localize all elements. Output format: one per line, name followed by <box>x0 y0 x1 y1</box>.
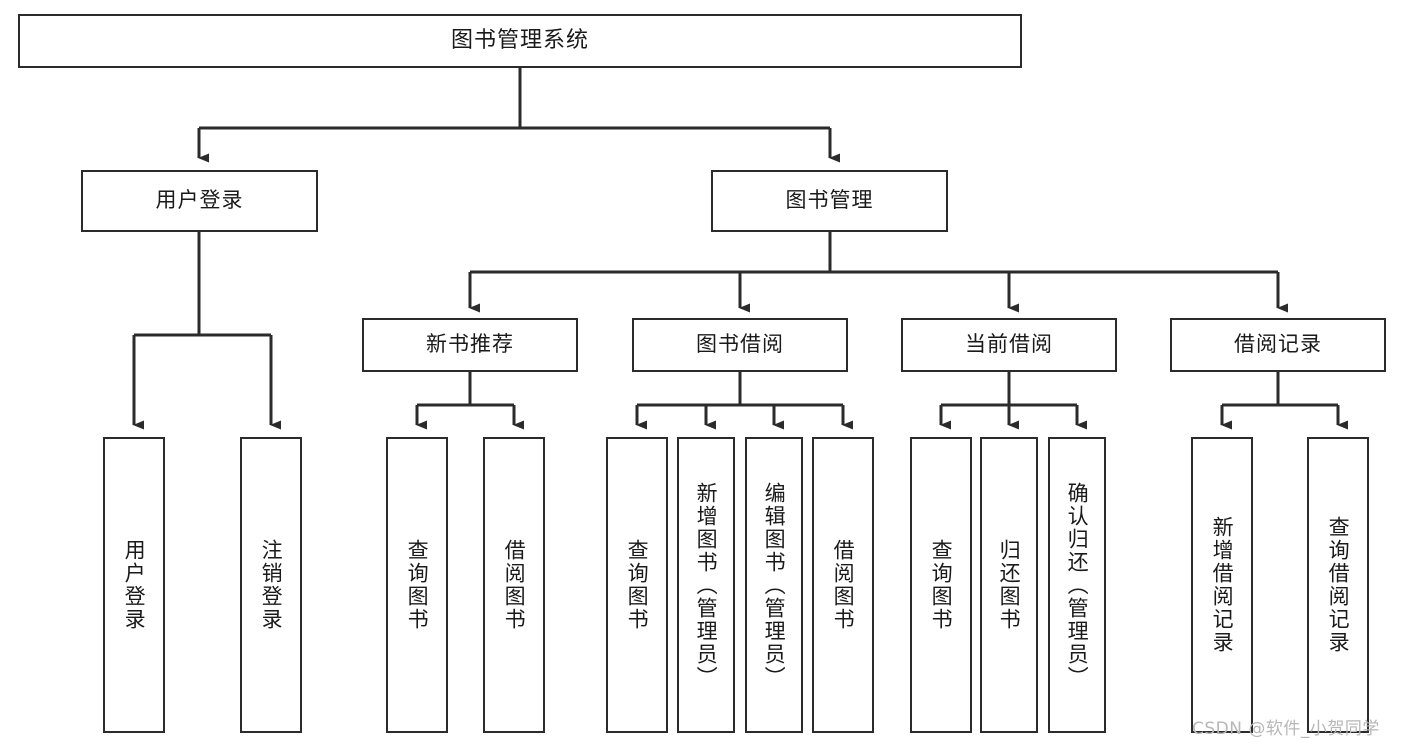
node-leaf-user-login[interactable]: 用户登录 <box>103 437 165 733</box>
node-leaf-confirm-return[interactable]: 确认归还（管理员） <box>1048 437 1106 733</box>
node-leaf-edit-book[interactable]: 编辑图书（管理员） <box>745 437 803 733</box>
node-root-system[interactable]: 图书管理系统 <box>18 14 1022 68</box>
node-label: 确认归还（管理员） <box>1065 481 1090 689</box>
node-leaf-query-book-1[interactable]: 查询图书 <box>386 437 448 733</box>
node-label: 新增借阅记录 <box>1210 516 1235 654</box>
node-borrow-record[interactable]: 借阅记录 <box>1170 318 1386 372</box>
node-leaf-query-record[interactable]: 查询借阅记录 <box>1307 437 1369 733</box>
node-label: 注销登录 <box>259 539 284 631</box>
node-leaf-logout[interactable]: 注销登录 <box>240 437 302 733</box>
node-leaf-add-book[interactable]: 新增图书（管理员） <box>677 437 735 733</box>
node-leaf-borrow-book-2[interactable]: 借阅图书 <box>812 437 874 733</box>
node-book-management[interactable]: 图书管理 <box>711 170 948 232</box>
node-label: 查询图书 <box>929 539 954 631</box>
node-user-login[interactable]: 用户登录 <box>81 170 318 232</box>
node-label: 新增图书（管理员） <box>694 481 719 689</box>
node-label: 用户登录 <box>122 539 147 631</box>
csdn-watermark: CSDN @软件_小贺同学 <box>1192 719 1380 739</box>
node-label: 借阅图书 <box>831 539 856 631</box>
node-leaf-query-book-3[interactable]: 查询图书 <box>910 437 972 733</box>
node-leaf-add-record[interactable]: 新增借阅记录 <box>1191 437 1253 733</box>
node-label: 归还图书 <box>997 539 1022 631</box>
node-label: 查询图书 <box>625 539 650 631</box>
node-leaf-query-book-2[interactable]: 查询图书 <box>606 437 668 733</box>
node-label: 查询图书 <box>405 539 430 631</box>
node-current-borrow[interactable]: 当前借阅 <box>901 318 1117 372</box>
node-leaf-return-book[interactable]: 归还图书 <box>980 437 1038 733</box>
node-new-book-recommend[interactable]: 新书推荐 <box>362 318 578 372</box>
node-leaf-borrow-book-1[interactable]: 借阅图书 <box>483 437 545 733</box>
node-label: 查询借阅记录 <box>1326 516 1351 654</box>
node-label: 借阅图书 <box>502 539 527 631</box>
node-label: 编辑图书（管理员） <box>762 481 787 689</box>
node-book-borrow[interactable]: 图书借阅 <box>632 318 848 372</box>
